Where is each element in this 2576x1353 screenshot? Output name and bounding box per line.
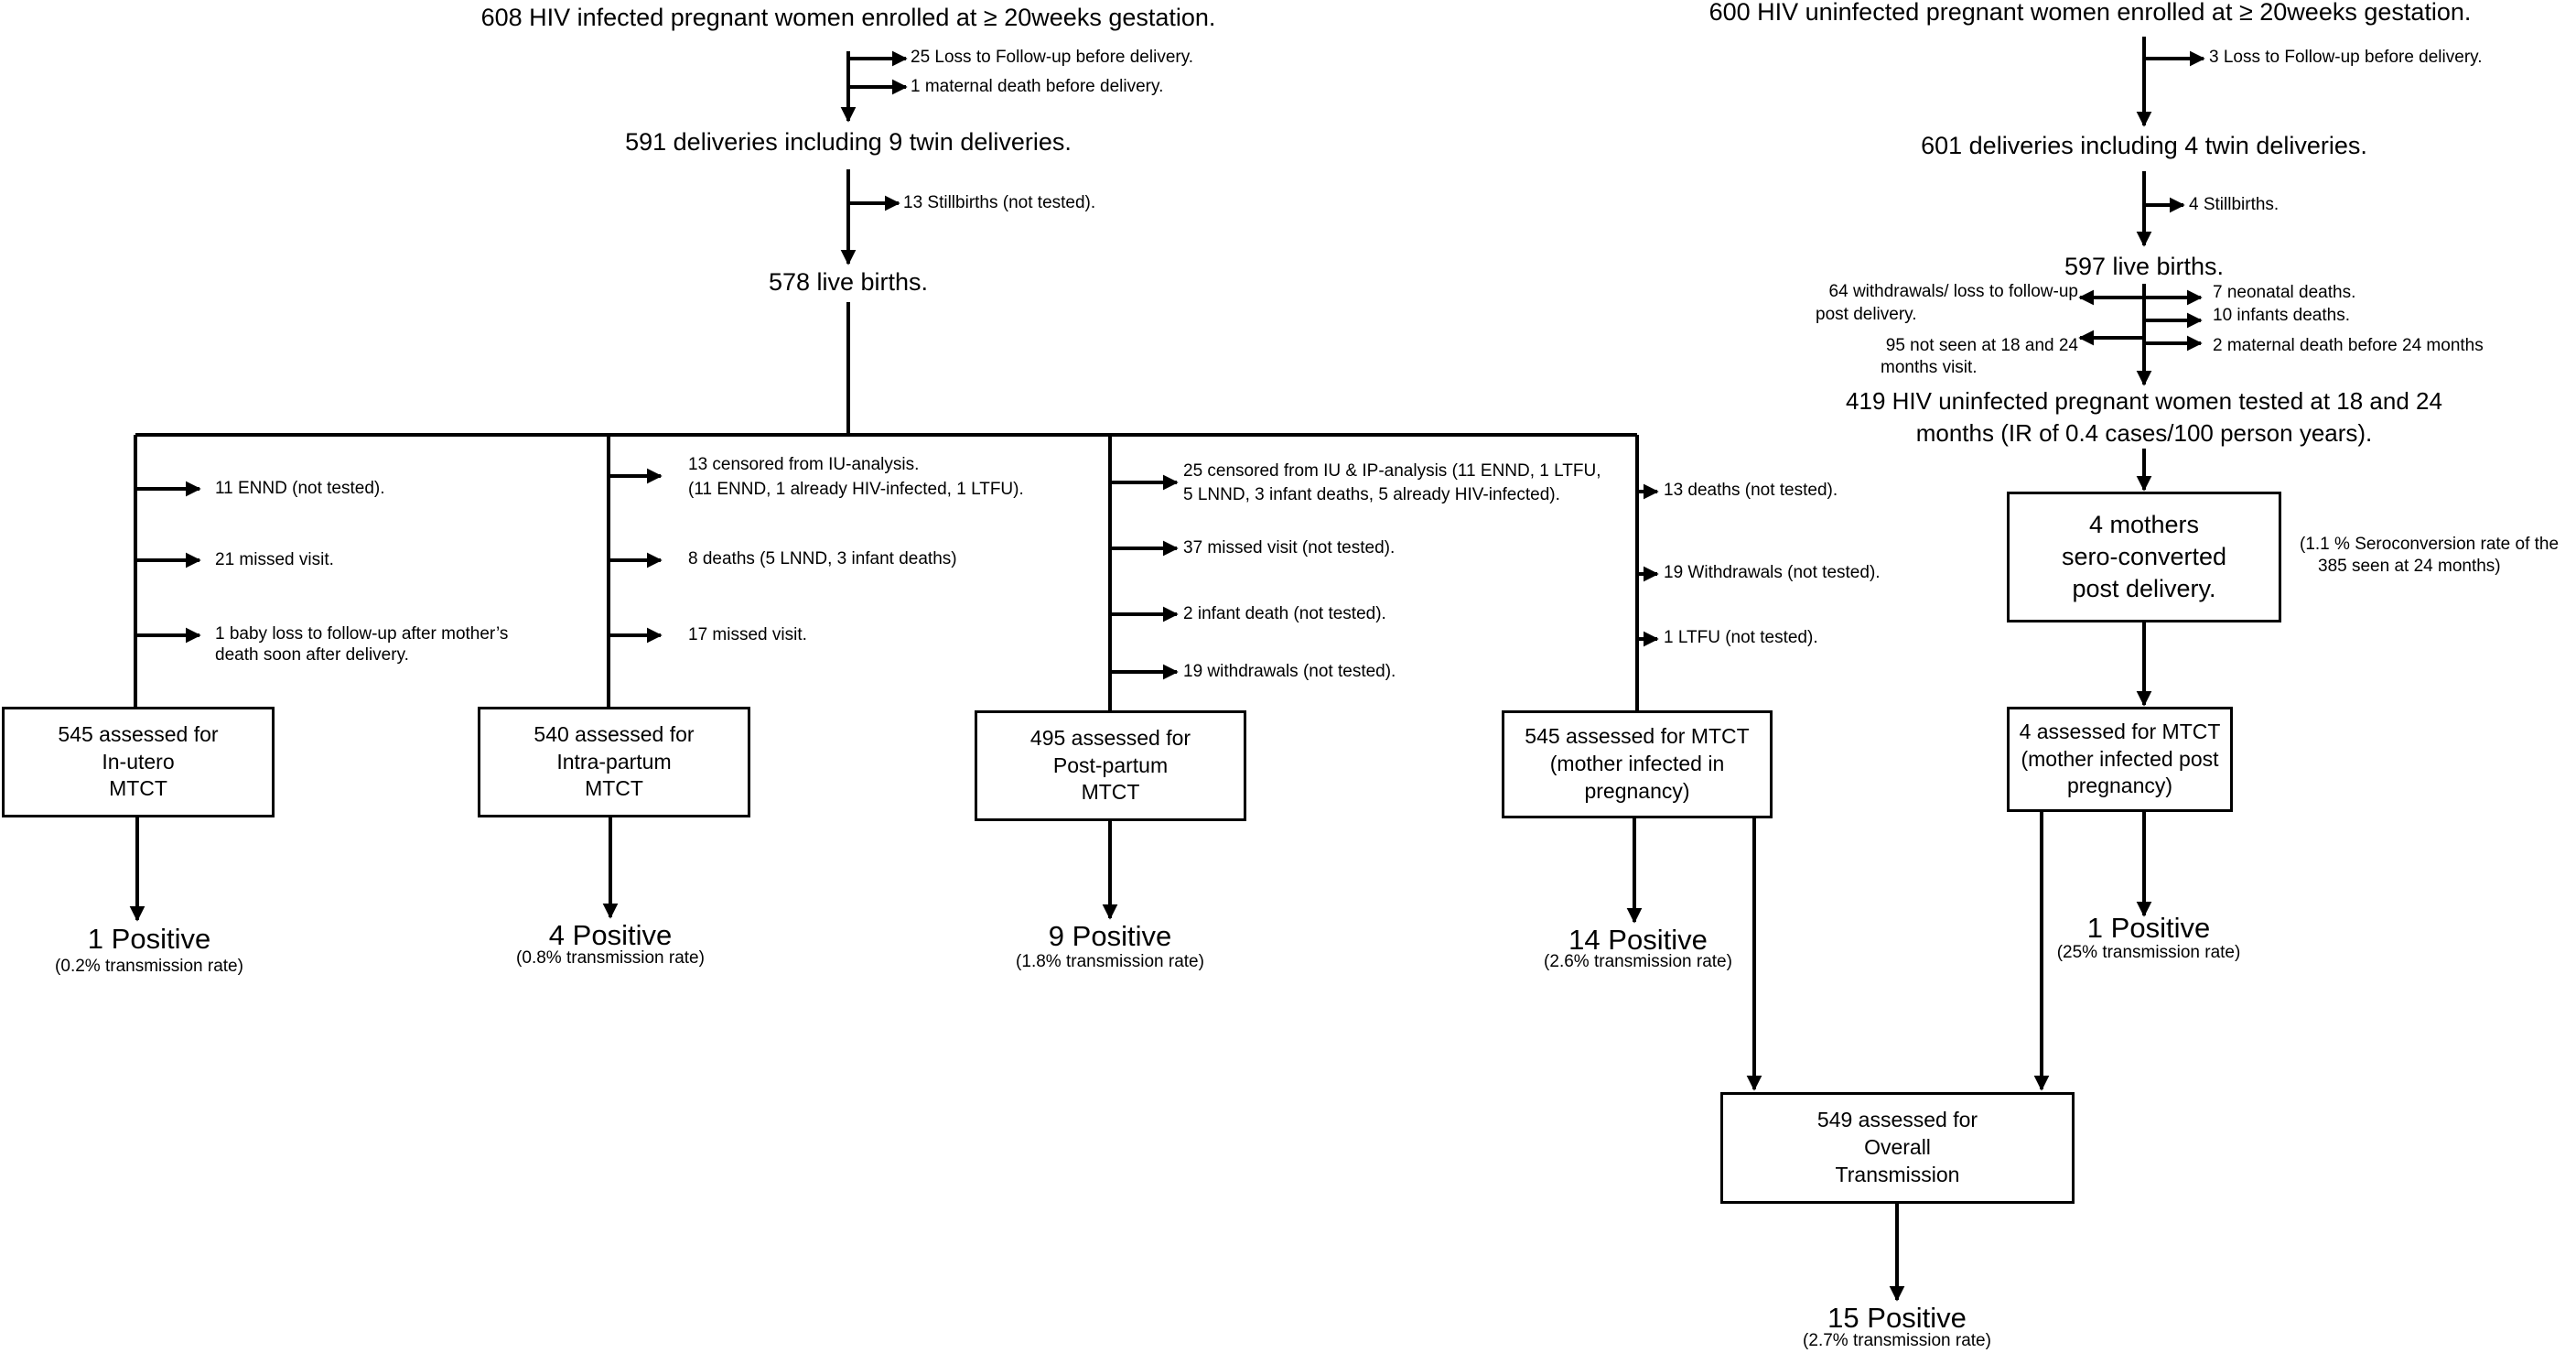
left-exclusion-maternal-death: 1 maternal death before delivery. — [911, 77, 1164, 96]
box-post-partum-mtct: 495 assessed for Post-partum MTCT — [975, 710, 1246, 821]
b3-exclusion-infant-death: 2 infant death (not tested). — [1183, 604, 1386, 623]
box-line: (mother infected post — [2021, 746, 2219, 771]
right-maternal-death: 2 maternal death before 24 months — [2213, 336, 2484, 355]
b4-exclusion-deaths: 13 deaths (not tested). — [1664, 481, 1838, 500]
box-line: Transmission — [1835, 1162, 1960, 1186]
right-withdrawals-line1: 64 withdrawals/ loss to follow-up — [1828, 282, 2078, 301]
b1-exclusion-loss-line2: death soon after delivery. — [215, 645, 409, 665]
right-deliveries: 601 deliveries including 4 twin deliveri… — [1921, 132, 2367, 159]
b3-positive: 9 Positive — [1048, 920, 1172, 952]
left-stillbirths: 13 Stillbirths (not tested). — [903, 193, 1096, 212]
box-overall-transmission: 549 assessed for Overall Transmission — [1720, 1092, 2075, 1204]
box-mtct-infected-post-pregnancy: 4 assessed for MTCT (mother infected pos… — [2007, 707, 2233, 812]
b3-exclusion-censored-detail: 5 LNND, 3 infant deaths, 5 already HIV-i… — [1183, 485, 1560, 504]
box-mtct-infected-in-pregnancy: 545 assessed for MTCT (mother infected i… — [1502, 710, 1773, 818]
b2-rate: (0.8% transmission rate) — [516, 948, 705, 968]
b2-exclusion-censored: 13 censored from IU-analysis. — [688, 455, 920, 474]
box-line: MTCT — [1081, 780, 1140, 805]
b4-rate: (2.6% transmission rate) — [1544, 952, 1732, 971]
box-line: sero-converted — [2061, 542, 2227, 570]
box-line: 545 assessed for MTCT — [1525, 724, 1750, 749]
box-line: MTCT — [109, 776, 167, 801]
box-line: Post-partum — [1052, 752, 1169, 777]
box-line: In-utero — [102, 749, 175, 774]
b1-rate: (0.2% transmission rate) — [55, 957, 243, 976]
right-arm-title: 600 HIV uninfected pregnant women enroll… — [1708, 0, 2472, 26]
right-stillbirths: 4 Stillbirths. — [2189, 195, 2280, 214]
box-in-utero-mtct: 545 assessed for In-utero MTCT — [2, 707, 275, 817]
box-line: 4 mothers — [2088, 510, 2200, 538]
b2-exclusion-missed: 17 missed visit. — [688, 625, 807, 644]
right-live-births: 597 live births. — [2064, 253, 2225, 280]
b4-exclusion-withdrawals: 19 Withdrawals (not tested). — [1664, 563, 1881, 582]
right-tested-line2: months (IR of 0.4 cases/100 person years… — [1915, 419, 2373, 447]
right-not-seen-line2: months visit. — [1881, 358, 1978, 377]
box-line: (mother infected in — [1549, 752, 1725, 776]
right-exclusion-loss: 3 Loss to Follow-up before delivery. — [2209, 48, 2483, 67]
box-line: pregnancy) — [2066, 774, 2173, 798]
b3-exclusion-missed: 37 missed visit (not tested). — [1183, 538, 1396, 557]
box-line: Overall — [1864, 1135, 1931, 1160]
left-deliveries: 591 deliveries including 9 twin deliveri… — [625, 128, 1072, 156]
overall-positive: 15 Positive — [1827, 1302, 1967, 1334]
b3-rate: (1.8% transmission rate) — [1016, 952, 1204, 971]
b1-positive: 1 Positive — [87, 923, 211, 955]
box-line: 4 assessed for MTCT — [2019, 719, 2221, 743]
box-line: 495 assessed for — [1029, 725, 1191, 750]
b1-exclusion-ennd: 11 ENND (not tested). — [215, 479, 385, 498]
b1-exclusion-missed: 21 missed visit. — [215, 550, 334, 569]
box-intra-partum-mtct: 540 assessed for Intra-partum MTCT — [478, 707, 750, 817]
overall-rate: (2.7% transmission rate) — [1803, 1331, 1991, 1350]
right-rate: (25% transmission rate) — [2056, 943, 2241, 962]
box-line: MTCT — [585, 776, 643, 801]
left-exclusion-loss: 25 Loss to Follow-up before delivery. — [911, 48, 1194, 67]
seroconversion-note-line2: 385 seen at 24 months) — [2318, 557, 2501, 576]
box-line: post delivery. — [2072, 575, 2216, 603]
right-positive: 1 Positive — [2086, 912, 2211, 944]
right-infant-deaths: 10 infants deaths. — [2213, 306, 2350, 325]
left-arm-title: 608 HIV infected pregnant women enrolled… — [480, 4, 1216, 31]
seroconversion-note-line1: (1.1 % Seroconversion rate of the — [2300, 535, 2560, 554]
b2-exclusion-censored-detail: (11 ENND, 1 already HIV-infected, 1 LTFU… — [688, 480, 1024, 499]
right-neonatal-deaths: 7 neonatal deaths. — [2213, 283, 2356, 302]
box-line: 545 assessed for — [58, 721, 219, 746]
box-sero-converted: 4 mothers sero-converted post delivery. — [2007, 492, 2281, 622]
b2-positive: 4 Positive — [548, 919, 673, 951]
right-tested-line1: 419 HIV uninfected pregnant women tested… — [1846, 387, 2442, 415]
left-live-births: 578 live births. — [768, 268, 929, 296]
box-line: 549 assessed for — [1816, 1108, 1978, 1132]
b1-exclusion-loss-line1: 1 baby loss to follow-up after mother’s — [215, 624, 509, 644]
b2-exclusion-deaths: 8 deaths (5 LNND, 3 infant deaths) — [688, 549, 957, 568]
b3-exclusion-censored: 25 censored from IU & IP-analysis (11 EN… — [1183, 461, 1601, 481]
box-line: Intra-partum — [556, 749, 672, 774]
b3-exclusion-withdrawals: 19 withdrawals (not tested). — [1183, 662, 1396, 681]
b4-positive: 14 Positive — [1568, 924, 1708, 956]
right-withdrawals-line2: post delivery. — [1816, 305, 1917, 324]
b4-exclusion-ltfu: 1 LTFU (not tested). — [1664, 628, 1818, 647]
right-not-seen-line1: 95 not seen at 18 and 24 — [1885, 336, 2078, 355]
box-line: 540 assessed for — [534, 721, 695, 746]
box-line: pregnancy) — [1584, 778, 1690, 803]
